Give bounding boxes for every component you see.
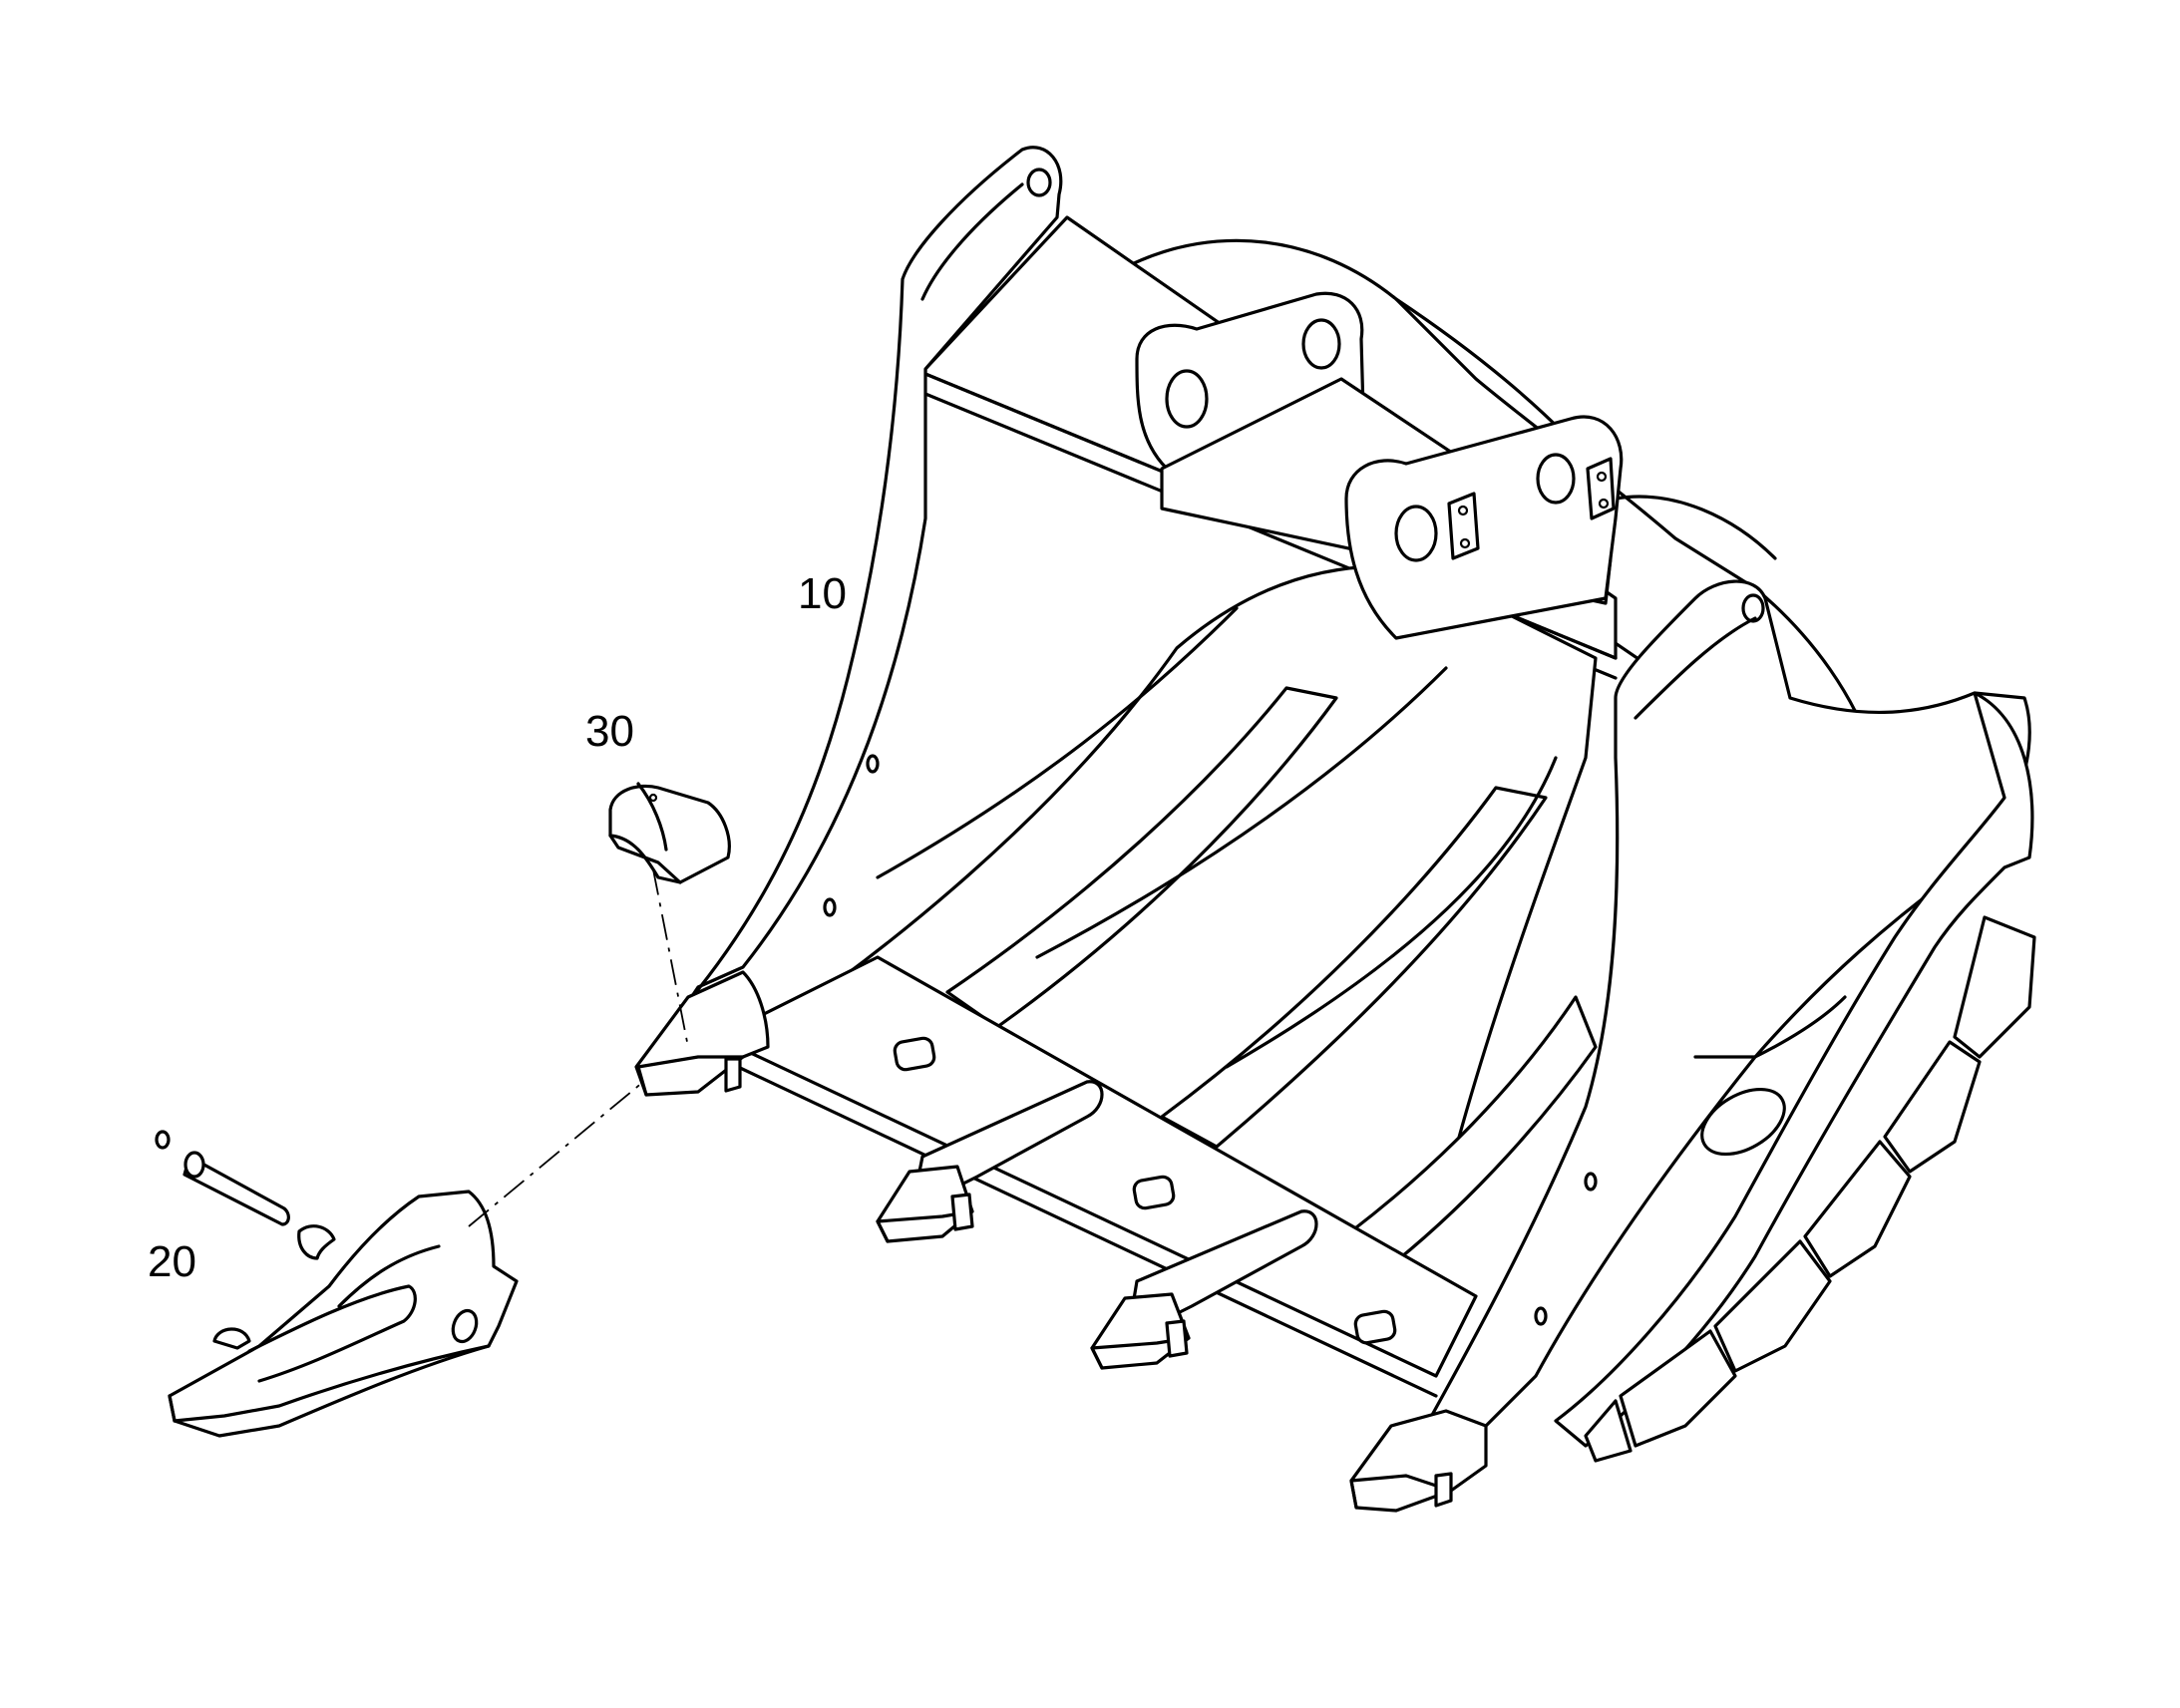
lock-bolt-1 (1457, 505, 1469, 516)
floor-rib-1 (876, 606, 1239, 879)
right-side-pin-hole (1741, 593, 1765, 623)
right-side-small-hole-1 (1584, 1172, 1598, 1192)
hinge-bracket-2-hole-rear (1536, 453, 1576, 505)
callout-tooth: 20 (148, 1237, 196, 1286)
left-side-pin-hole (1026, 168, 1052, 197)
corner-protector-body (608, 784, 731, 884)
edge-lock-plate-3 (1353, 1309, 1397, 1345)
right-corner-adapter-detail (1349, 1474, 1453, 1510)
tooth-side-ear (212, 1327, 251, 1350)
hinge-bracket-2-hole (1394, 505, 1438, 562)
tooth-body (168, 1190, 519, 1438)
cutting-edge-lower (736, 1065, 1438, 1398)
floor-wear-strip-2 (1160, 786, 1548, 1149)
hinge-bracket-2-lock-plate (1447, 492, 1480, 560)
right-side-plate (1424, 579, 2031, 1438)
left-side-plate-inner (920, 182, 1024, 301)
lock-bolt-2 (1459, 537, 1471, 549)
tooth-ridge (247, 1284, 417, 1383)
wear-shoe-3 (1803, 1140, 1912, 1278)
left-side-small-hole-2 (823, 897, 837, 917)
tooth-pin-hole (451, 1308, 479, 1344)
tooth-adapter-1-lug (950, 1193, 974, 1231)
floor-wear-strip-3 (1349, 995, 1598, 1263)
pin-retainer-clip (297, 1224, 336, 1260)
wear-shoe-5 (1619, 1329, 1737, 1448)
corner-protector-part (608, 782, 731, 884)
hinge-bracket-1-hole (1165, 369, 1209, 429)
lock-bolt-4 (1598, 498, 1610, 510)
tooth-edge-lower (173, 1344, 491, 1423)
right-corner-adapter (1349, 1409, 1488, 1513)
left-side-plate (686, 146, 1063, 1004)
right-side-plate-gusset (1693, 995, 1847, 1059)
right-side-small-hole-2 (1534, 1306, 1548, 1326)
bucket-tooth-part (168, 1190, 519, 1438)
tooth-adapter-2-lug (1165, 1319, 1189, 1358)
hinge-bracket-1-lock-plate (1586, 457, 1616, 520)
callout-protector: 30 (585, 707, 634, 756)
edge-lock-plate-2 (1132, 1175, 1176, 1210)
left-side-small-hole-1 (866, 754, 880, 774)
tooth-assembly-line (468, 1081, 644, 1227)
callout-bucket: 10 (798, 569, 847, 618)
tooth-pin (182, 1155, 290, 1226)
tooth-tip (168, 1394, 177, 1423)
hinge-bracket-1-hole-rear (1301, 318, 1341, 370)
floor-rib-2 (1035, 666, 1448, 959)
corner-protector-edge (636, 782, 668, 852)
assembly-lines (468, 868, 689, 1227)
wear-shoe-2 (1883, 1040, 1982, 1174)
edge-lock-plate-1 (893, 1036, 936, 1072)
left-corner-adapter (634, 970, 770, 1097)
floor-rib-3 (1225, 756, 1558, 1069)
protector-assembly-line (652, 868, 689, 1048)
lock-bolt-3 (1596, 471, 1608, 483)
tooth-ridge-2 (337, 1244, 441, 1308)
left-corner-adapter-detail (636, 1055, 745, 1097)
right-side-plate-inner-edge (1634, 616, 1757, 720)
right-side-oval-boss (1700, 1087, 1786, 1157)
wear-shoe-6 (1584, 1399, 1633, 1463)
tooth-hardware (155, 1130, 336, 1260)
left-corner-adapter-lug (724, 1057, 742, 1093)
bucket-back-shell-edge-2 (1614, 495, 1777, 560)
bucket-assembly (634, 146, 2036, 1513)
tooth-pin-head (183, 1151, 205, 1179)
right-corner-adapter-lug (1434, 1472, 1453, 1508)
floor-wear-strip-1 (945, 686, 1338, 1029)
rubber-lock-small (155, 1130, 171, 1150)
wear-shoe-4 (1713, 1239, 1832, 1373)
wear-shoe-1 (1953, 915, 2036, 1059)
corner-protector-inner (608, 834, 682, 884)
corner-protector-hole (648, 793, 658, 803)
